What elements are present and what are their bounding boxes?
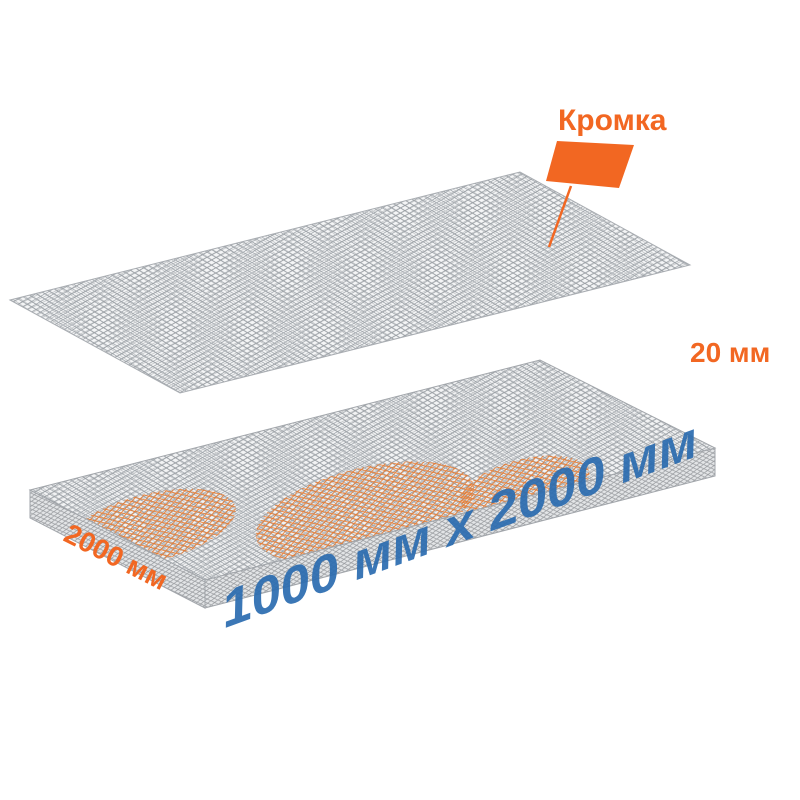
panel-left-side-mesh bbox=[30, 490, 205, 608]
callout-leader-line bbox=[547, 185, 573, 248]
panel-top-outline bbox=[28, 359, 717, 581]
top-sheet-moire-layer bbox=[10, 172, 690, 393]
top-mesh-sheet bbox=[8, 171, 692, 394]
panel-front-side-mesh bbox=[205, 448, 715, 608]
bottom-mesh-panel bbox=[28, 359, 717, 609]
thickness-label: 20 мм bbox=[690, 337, 770, 368]
edge-callout-box bbox=[546, 141, 634, 188]
top-sheet-outline bbox=[8, 171, 692, 394]
edge-callout-label: Кромка bbox=[558, 104, 667, 137]
